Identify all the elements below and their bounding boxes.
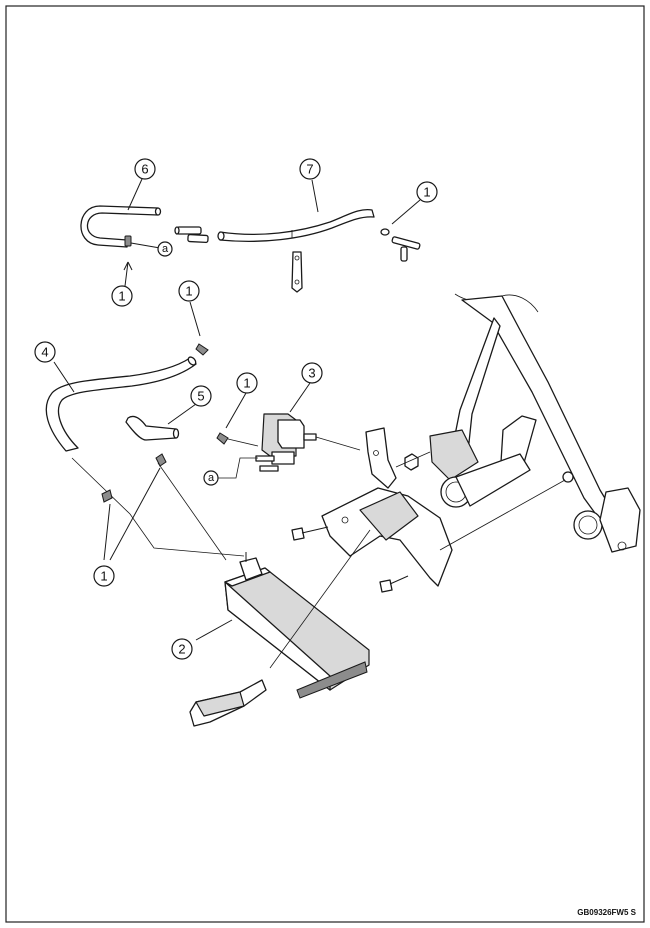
hose-7 — [217, 208, 375, 242]
callout-1-valve: 1 — [236, 372, 258, 394]
bolt-lower — [379, 575, 409, 593]
callout-1-upper-left: 1 — [111, 285, 133, 307]
svg-text:a: a — [208, 472, 215, 484]
leader-lines — [53, 178, 566, 669]
callout-2: 2 — [171, 638, 193, 660]
svg-text:1: 1 — [243, 376, 250, 391]
callout-4: 4 — [34, 341, 56, 363]
svg-text:a: a — [162, 243, 169, 255]
callout-1-upper-right: 1 — [416, 181, 438, 203]
svg-text:2: 2 — [178, 642, 185, 657]
hose-6 — [80, 205, 162, 248]
svg-text:6: 6 — [141, 162, 148, 177]
bolt-upper — [291, 526, 329, 541]
svg-text:5: 5 — [197, 389, 204, 404]
hose-4 — [45, 356, 197, 452]
page-frame — [5, 5, 645, 923]
callout-1-hose-4: 1 — [178, 280, 200, 302]
callout-7: 7 — [299, 158, 321, 180]
clip-hose-6 — [124, 235, 161, 249]
joint-pipe-left — [174, 226, 202, 235]
svg-text:1: 1 — [185, 284, 192, 299]
svg-text:7: 7 — [306, 162, 313, 177]
callout-3: 3 — [301, 362, 323, 384]
clip-hose-4 — [195, 343, 209, 356]
canister-bracket — [321, 427, 453, 587]
hose-5 — [125, 415, 180, 441]
nut — [404, 453, 419, 471]
svg-text:1: 1 — [423, 185, 430, 200]
svg-text:1: 1 — [100, 569, 107, 584]
hose-7-clip-bracket — [291, 251, 303, 293]
svg-text:1: 1 — [118, 289, 125, 304]
canister-2 — [224, 552, 370, 699]
ref-a-lower: a — [203, 470, 219, 486]
t-joint — [391, 236, 421, 262]
solenoid-valve-3 — [255, 413, 317, 472]
svg-text:4: 4 — [41, 345, 48, 360]
motorcycle-frame — [429, 293, 641, 553]
figure-code: GB09326FW5 S — [577, 908, 636, 917]
clips-lower-left — [101, 453, 167, 503]
ref-a-upper: a — [157, 241, 173, 257]
clip-valve — [216, 432, 229, 445]
svg-text:3: 3 — [308, 366, 315, 381]
canister-strap — [189, 679, 267, 727]
callout-6: 6 — [134, 158, 156, 180]
callout-5: 5 — [190, 385, 212, 407]
joint-pipe-right — [187, 233, 209, 244]
callout-1-lower: 1 — [93, 565, 115, 587]
clip-ring-right — [380, 228, 390, 236]
